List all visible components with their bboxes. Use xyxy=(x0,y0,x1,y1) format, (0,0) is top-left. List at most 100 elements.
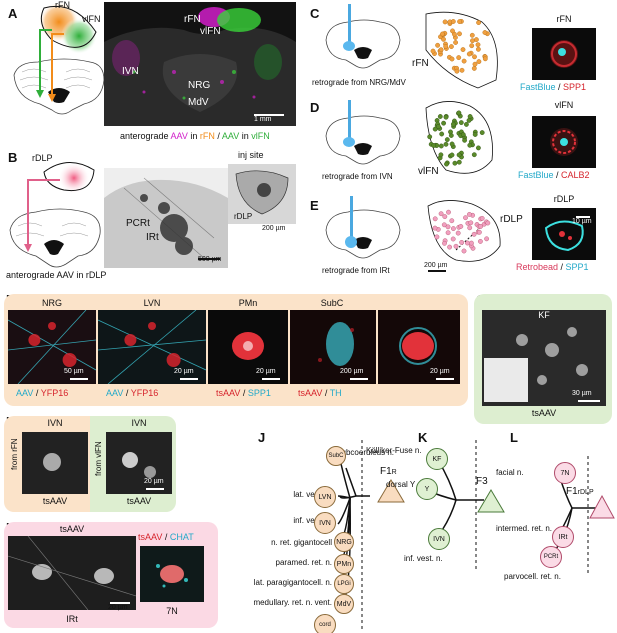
cell-dot xyxy=(467,225,473,231)
schematic-rdlp-label: rDLP xyxy=(32,153,53,163)
panel-j-node: LVN xyxy=(314,486,336,508)
panel-d-label: D xyxy=(310,100,320,115)
l-7n-label: facial n. xyxy=(496,468,524,477)
cell-dot xyxy=(460,132,466,138)
panel-f-scale-label: 200 µm xyxy=(340,368,364,375)
panel-f-scale-label: 50 µm xyxy=(64,368,84,375)
panel-j-node: SubC xyxy=(326,446,346,466)
cell-dot xyxy=(443,141,449,147)
cell-dot xyxy=(465,240,470,246)
k-kf-label: Kölliker-Fuse n. xyxy=(366,446,422,455)
cell-dot xyxy=(482,56,488,62)
panel-i-legend: tsAAV / CHAT xyxy=(138,532,194,542)
micro-pcrt-label: PCRt xyxy=(126,218,150,229)
l-pcrt-label: parvocell. ret. n. xyxy=(504,572,561,581)
panel-e-micrograph: 10 µm xyxy=(532,208,596,260)
f1r-triangle xyxy=(377,479,405,503)
cell-dot xyxy=(476,46,481,52)
panel-g-micrograph: 30 µm xyxy=(482,310,606,406)
panel-i-inset xyxy=(140,546,204,602)
panel-l-label: L xyxy=(510,430,518,445)
cell-dot xyxy=(458,120,464,126)
cell-dot xyxy=(437,114,443,119)
cell-dot xyxy=(479,215,485,221)
scale-bar xyxy=(262,378,280,380)
region-rfn-label: rFN xyxy=(412,58,429,69)
cell-dot xyxy=(440,31,445,37)
scale-bar xyxy=(578,400,600,402)
panel-f-legend: tsAAV / SPP1 xyxy=(216,388,271,398)
panel-e-caption: retrograde from IRt xyxy=(322,266,390,275)
panel-c-legend: FastBlue / SPP1 xyxy=(520,82,587,92)
l-node-pcrt: PCRt xyxy=(540,546,562,568)
cell-dot xyxy=(467,211,472,217)
panel-f-tile-title: NRG xyxy=(42,298,62,308)
cell-dot xyxy=(455,230,461,236)
panel-j-node: IVN xyxy=(314,512,336,534)
f1rdlp-label: F1rDLP xyxy=(566,486,594,497)
legend-item: SPP1 xyxy=(247,388,271,398)
cell-dot xyxy=(461,58,467,64)
scale-bar xyxy=(254,114,284,116)
panel-f-scale-label: 20 µm xyxy=(430,368,450,375)
cell-dot xyxy=(468,220,474,226)
panel-j-node: cord xyxy=(314,614,336,633)
panel-h-ivn2: IVN xyxy=(131,418,147,428)
legend-sep: / xyxy=(240,388,248,398)
scale-bar xyxy=(180,378,198,380)
panel-g-title: KF xyxy=(538,310,550,320)
cell-dot xyxy=(476,20,481,25)
panel-d-legend: FastBlue / CALB2 xyxy=(518,170,590,180)
f3-label: F3 xyxy=(476,476,488,487)
cell-dot xyxy=(472,54,477,60)
cell-dot xyxy=(449,44,454,49)
cell-dot xyxy=(450,236,456,242)
panel-d-caption: retrograde from IVN xyxy=(322,172,393,181)
panel-g-scale-label: 30 µm xyxy=(572,390,592,397)
panel-h-micrograph-1 xyxy=(22,432,88,494)
cell-dot xyxy=(438,143,444,149)
schematic-rfn-label: rFN xyxy=(55,0,70,10)
inset-scale-label: 10 µm xyxy=(572,218,592,225)
cell-dot xyxy=(444,161,449,167)
cell-dot xyxy=(466,118,472,123)
panel-b-schematic xyxy=(9,162,101,268)
panel-j-row-label: paramed. ret. n. xyxy=(275,558,332,567)
micro-irt-label: IRt xyxy=(146,232,159,243)
region-vlfn-label: vlFN xyxy=(418,166,439,177)
cell-dot xyxy=(485,220,491,226)
cell-dot xyxy=(460,47,466,52)
panel-c-micrograph xyxy=(532,28,596,80)
legend-sep: / xyxy=(33,388,41,398)
cell-dot xyxy=(469,43,475,49)
cell-dot xyxy=(461,248,467,254)
legend-item: AAV xyxy=(106,388,124,398)
panel-i-micrograph xyxy=(8,536,136,610)
panel-j-row-label: lat. paragigantocell. n. xyxy=(253,578,332,587)
inj-site-inset: rDLP xyxy=(228,164,296,224)
micro-vlfn-label: vlFN xyxy=(200,26,221,37)
panel-c-img-title: rFN xyxy=(556,14,572,24)
cell-dot xyxy=(476,145,481,151)
panel-g-caption: tsAAV xyxy=(531,408,557,418)
cell-dot xyxy=(435,124,441,130)
cell-dot xyxy=(472,132,478,137)
panel-i-7n: 7N xyxy=(166,606,178,616)
cell-dot xyxy=(462,137,467,143)
cell-dot xyxy=(442,240,447,246)
cell-dot xyxy=(470,38,475,44)
cell-dot xyxy=(449,141,455,147)
panel-e-img-title: rDLP xyxy=(553,194,575,204)
k-node-kf: KF xyxy=(426,448,448,470)
panel-f-legend: AAV / YFP16 xyxy=(16,388,68,398)
cell-dot xyxy=(484,236,490,242)
cell-dot xyxy=(453,243,459,249)
cell-dot xyxy=(432,225,438,231)
k-ivn-label: inf. vest. n. xyxy=(404,554,443,563)
cell-dot xyxy=(457,19,462,24)
cell-dot xyxy=(445,230,451,236)
scale-label: 1 mm xyxy=(254,116,272,123)
panel-b-scale-label: 500 µm xyxy=(198,256,222,263)
cell-dot xyxy=(479,130,485,136)
panel-j-row-label: n. ret. gigantocell xyxy=(271,538,332,547)
